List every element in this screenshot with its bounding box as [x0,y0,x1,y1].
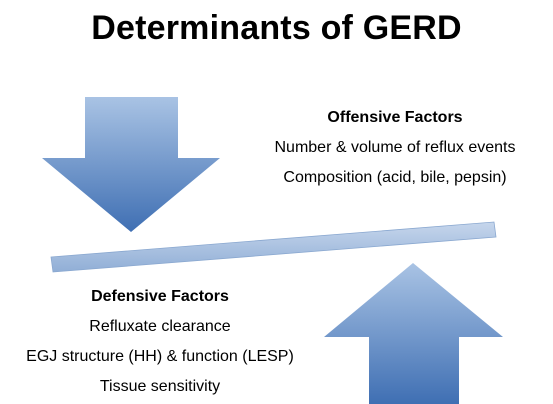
defensive-factors: Defensive Factors Refluxate clearance EG… [0,282,320,402]
balance-beam [50,221,497,273]
offensive-factor-item: Composition (acid, bile, pepsin) [283,169,507,186]
up-arrow-icon [324,263,503,404]
defensive-factor-item: Tissue sensitivity [99,378,221,395]
defensive-factor-item: Refluxate clearance [89,318,231,335]
offensive-factor-item: Number & volume of reflux events [274,139,516,156]
offensive-factors-heading: Offensive Factors [327,109,463,126]
offensive-factors: Offensive Factors Number & volume of ref… [240,103,550,193]
defensive-factor-item: EGJ structure (HH) & function (LESP) [26,348,294,365]
defensive-factors-heading: Defensive Factors [91,288,229,305]
slide-title: Determinants of GERD [91,9,462,47]
down-arrow-icon [42,97,220,232]
